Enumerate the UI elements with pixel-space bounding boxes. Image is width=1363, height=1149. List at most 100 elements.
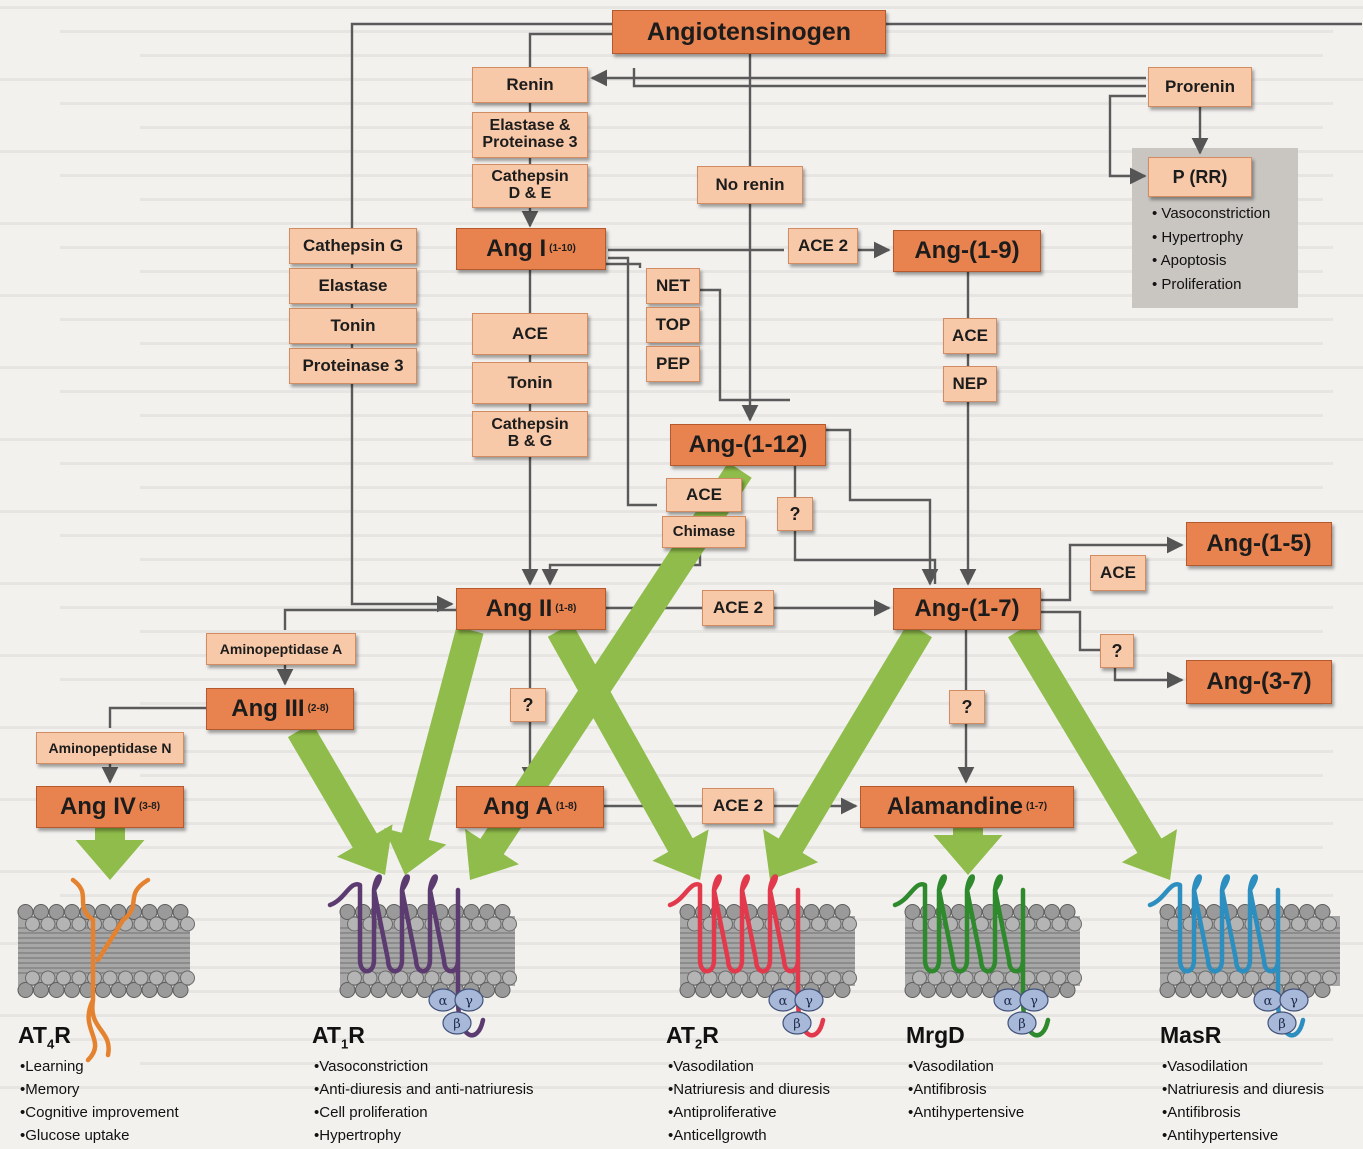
node-subscript: (1-7) <box>1025 800 1048 812</box>
node-label: Alamandine <box>886 793 1023 821</box>
receptor-name: AT <box>18 1022 47 1048</box>
receptor-effects-at2r: Vasodilation Natriuresis and diuresis An… <box>668 1055 830 1147</box>
connector-line <box>541 550 702 586</box>
background-text-line <box>60 1038 1333 1041</box>
receptor-suffix: R <box>702 1022 719 1048</box>
effect-item: Antifibrosis <box>908 1078 1024 1101</box>
renin-node: Renin <box>472 67 588 103</box>
g-protein-label: β <box>453 1017 461 1032</box>
ang-1-12-node: Ang-(1-12) <box>670 424 826 466</box>
tonin-mid-node: Tonin <box>472 362 588 404</box>
receptor-effects-at1r: Vasoconstriction Anti-diuresis and anti-… <box>314 1055 534 1147</box>
prr-node: P (RR) <box>1148 157 1252 197</box>
ang-1-5-node: Ang-(1-5) <box>1186 522 1332 566</box>
elastase-proteinase3-node: Elastase & Proteinase 3 <box>472 112 588 158</box>
background-text-line <box>60 894 1333 897</box>
effect-item: Hypertrophy <box>314 1124 534 1147</box>
effect-item: Learning <box>20 1055 179 1078</box>
background-text-line <box>60 390 1333 393</box>
cathepsin-de-node: Cathepsin D & E <box>472 164 588 208</box>
connector-line <box>826 428 939 586</box>
connector-line <box>283 608 456 630</box>
prr-effect: Apoptosis <box>1152 249 1270 273</box>
node-subscript: (1-10) <box>549 242 576 254</box>
node-subscript: (1-8) <box>555 800 577 812</box>
receptor-name: AT <box>666 1022 695 1048</box>
node-line: B & G <box>507 433 553 450</box>
receptor-name: MrgD <box>906 1022 965 1048</box>
green-arrow <box>75 828 145 880</box>
background-text-line <box>0 726 1363 729</box>
connector-line <box>1041 536 1184 602</box>
connector-line <box>700 288 790 402</box>
g-protein-subunit <box>794 988 824 1012</box>
node-label: Ang III <box>231 695 305 723</box>
node-line: Elastase & <box>489 117 571 135</box>
background-text-line <box>0 150 1363 153</box>
cell-membrane-receptor: α γβ <box>327 874 517 1038</box>
ang-iv-node: Ang IV(3-8) <box>36 786 184 828</box>
background-text-line <box>0 798 1363 801</box>
receptor-subscript: 4 <box>46 1036 55 1052</box>
effect-item: Anticellgrowth <box>668 1124 830 1147</box>
aminopeptidase-n-node: Aminopeptidase N <box>36 732 184 764</box>
green-arrow <box>287 722 393 875</box>
g-protein-subunit <box>442 1011 472 1035</box>
ace-right-node: ACE <box>943 318 997 354</box>
g-protein-label: γ <box>465 994 473 1009</box>
node-subscript: (1-8) <box>555 602 577 614</box>
g-protein-label: γ <box>1030 994 1038 1009</box>
background-text-line <box>0 1014 1363 1017</box>
green-arrow <box>763 622 932 880</box>
no-renin-node: No renin <box>697 166 803 204</box>
effect-item: Natriuresis and diuresis <box>1162 1078 1324 1101</box>
receptor-label-at1r: AT1R <box>312 1022 365 1052</box>
node-label: Ang I <box>486 235 547 263</box>
effect-item: Cognitive improvement <box>20 1101 178 1124</box>
background-text-line <box>0 6 1363 9</box>
g-protein-label: α <box>1004 994 1013 1009</box>
effect-item: Antihypertensive <box>908 1101 1024 1124</box>
background-text-line <box>140 54 1323 57</box>
green-arrow <box>933 828 1003 875</box>
connector-line <box>608 256 657 507</box>
effect-item: Cell proliferation <box>314 1101 534 1124</box>
green-arrow <box>1008 622 1177 880</box>
green-arrow <box>384 626 484 875</box>
ace2-bottom-node: ACE 2 <box>702 788 774 824</box>
receptor-label-at4r: AT4R <box>18 1022 71 1052</box>
g-protein-label: α <box>1264 994 1273 1009</box>
alamandine-node: Alamandine(1-7) <box>860 786 1074 828</box>
question-node: ? <box>1100 634 1134 668</box>
g-protein-label: α <box>439 994 448 1009</box>
green-arrow <box>465 462 752 880</box>
g-protein-label: α <box>779 994 788 1009</box>
tonin-left-node: Tonin <box>289 308 417 344</box>
background-text-line <box>140 702 1323 705</box>
ang-1-7-node: Ang-(1-7) <box>893 588 1041 630</box>
receptor-label-mrgd: MrgD <box>906 1022 965 1049</box>
effect-item: Antifibrosis <box>1162 1101 1324 1124</box>
g-protein-label: β <box>1278 1017 1286 1032</box>
question-node: ? <box>949 690 985 724</box>
background-text-line <box>140 630 1323 633</box>
receptor-effects-masr: Vasodilation Natriuresis and diuresis An… <box>1162 1055 1324 1147</box>
background-text-line <box>140 774 1323 777</box>
background-text-line <box>140 414 1323 417</box>
angiotensinogen-node: Angiotensinogen <box>612 10 886 54</box>
receptor-label-masr: MasR <box>1160 1022 1221 1049</box>
receptor-suffix: R <box>348 1022 365 1048</box>
prr-effect: Vasoconstriction <box>1152 202 1270 226</box>
connector-line <box>1041 610 1184 689</box>
ang-iii-node: Ang III(2-8) <box>206 688 354 730</box>
node-label: Ang II <box>485 595 553 623</box>
effect-item: Natriuresis and diuresis <box>668 1078 830 1101</box>
receptor-suffix: R <box>54 1022 71 1048</box>
cathepsin-g-node: Cathepsin G <box>289 228 417 264</box>
effect-item: Vasodilation <box>908 1055 1024 1078</box>
effect-item: Glucose uptake <box>20 1124 179 1147</box>
